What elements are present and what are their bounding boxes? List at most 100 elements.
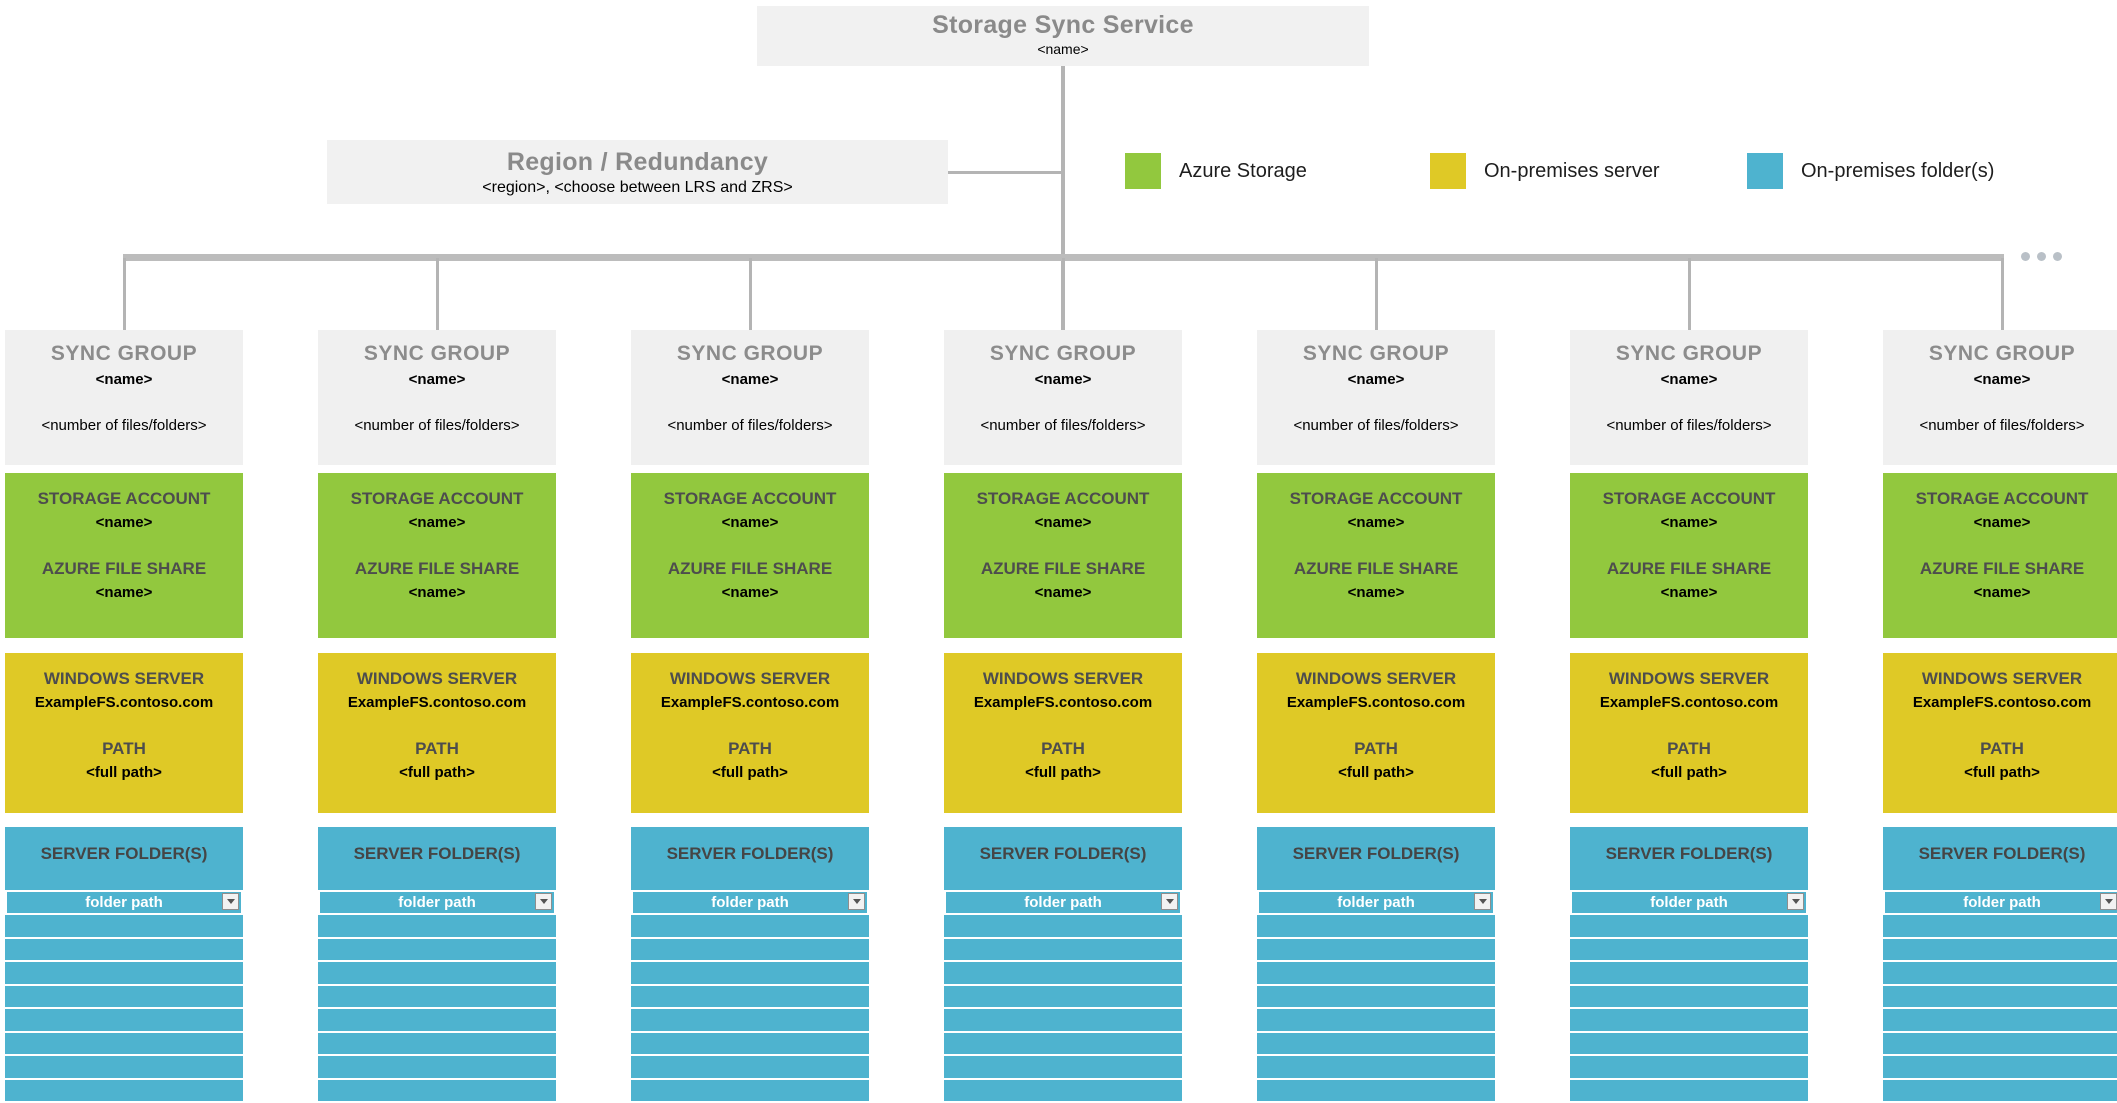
path-value-field[interactable]: <full path> bbox=[1025, 764, 1101, 781]
folder-row-empty-cell[interactable] bbox=[1883, 962, 2117, 986]
path-value-field[interactable]: <full path> bbox=[399, 764, 475, 781]
storage-account-name-field[interactable]: <name> bbox=[95, 514, 153, 531]
folder-path-value[interactable]: folder path bbox=[85, 893, 163, 911]
azure-file-share-name-field[interactable]: <name> bbox=[721, 584, 779, 601]
sync-group-name-field[interactable]: <name> bbox=[721, 371, 779, 388]
folder-path-dropdown-button[interactable] bbox=[222, 893, 239, 910]
folder-row-empty-cell[interactable] bbox=[5, 1009, 243, 1033]
azure-file-share-name-field[interactable]: <name> bbox=[408, 584, 466, 601]
folder-row-empty-cell[interactable] bbox=[5, 1033, 243, 1056]
folder-row-empty-cell[interactable] bbox=[5, 1056, 243, 1080]
folder-path-dropdown-button[interactable] bbox=[848, 893, 865, 910]
folder-path-cell[interactable]: folder path bbox=[1257, 890, 1495, 915]
folder-row-empty-cell[interactable] bbox=[318, 1056, 556, 1080]
folder-path-value[interactable]: folder path bbox=[711, 893, 789, 911]
folder-row-empty-cell[interactable] bbox=[318, 1009, 556, 1033]
folder-row-empty-cell[interactable] bbox=[1570, 1056, 1808, 1080]
folder-row-empty-cell[interactable] bbox=[1257, 1056, 1495, 1080]
path-value-field[interactable]: <full path> bbox=[1964, 764, 2040, 781]
storage-account-name-field[interactable]: <name> bbox=[408, 514, 466, 531]
folder-path-dropdown-button[interactable] bbox=[1161, 893, 1178, 910]
folder-path-cell[interactable]: folder path bbox=[1883, 890, 2117, 915]
windows-server-name-field[interactable]: ExampleFS.contoso.com bbox=[1599, 694, 1779, 711]
folder-row-empty-cell[interactable] bbox=[1257, 939, 1495, 962]
sync-group-filecount-field[interactable]: <number of files/folders> bbox=[667, 417, 833, 434]
folder-row-empty-cell[interactable] bbox=[944, 1009, 1182, 1033]
folder-row-empty-cell[interactable] bbox=[631, 915, 869, 939]
azure-file-share-name-field[interactable]: <name> bbox=[1973, 584, 2031, 601]
folder-path-dropdown-button[interactable] bbox=[1787, 893, 1804, 910]
folder-path-cell[interactable]: folder path bbox=[5, 890, 243, 915]
windows-server-name-field[interactable]: ExampleFS.contoso.com bbox=[660, 694, 840, 711]
folder-row-empty-cell[interactable] bbox=[631, 1080, 869, 1103]
folder-row-empty-cell[interactable] bbox=[1257, 1033, 1495, 1056]
folder-row-empty-cell[interactable] bbox=[631, 1009, 869, 1033]
windows-server-name-field[interactable]: ExampleFS.contoso.com bbox=[347, 694, 527, 711]
folder-row-empty-cell[interactable] bbox=[1883, 1033, 2117, 1056]
folder-row-empty-cell[interactable] bbox=[1570, 915, 1808, 939]
folder-row-empty-cell[interactable] bbox=[944, 915, 1182, 939]
sync-group-name-field[interactable]: <name> bbox=[1034, 371, 1092, 388]
azure-file-share-name-field[interactable]: <name> bbox=[1034, 584, 1092, 601]
path-value-field[interactable]: <full path> bbox=[1338, 764, 1414, 781]
azure-file-share-name-field[interactable]: <name> bbox=[95, 584, 153, 601]
folder-row-empty-cell[interactable] bbox=[631, 1033, 869, 1056]
folder-row-empty-cell[interactable] bbox=[1883, 986, 2117, 1009]
folder-path-value[interactable]: folder path bbox=[398, 893, 476, 911]
windows-server-name-field[interactable]: ExampleFS.contoso.com bbox=[34, 694, 214, 711]
storage-sync-service-name[interactable]: <name> bbox=[1037, 41, 1089, 57]
folder-row-empty-cell[interactable] bbox=[5, 1080, 243, 1103]
path-value-field[interactable]: <full path> bbox=[1651, 764, 1727, 781]
windows-server-name-field[interactable]: ExampleFS.contoso.com bbox=[973, 694, 1153, 711]
folder-row-empty-cell[interactable] bbox=[944, 1056, 1182, 1080]
folder-row-empty-cell[interactable] bbox=[944, 962, 1182, 986]
sync-group-filecount-field[interactable]: <number of files/folders> bbox=[980, 417, 1146, 434]
folder-row-empty-cell[interactable] bbox=[1883, 1009, 2117, 1033]
sync-group-name-field[interactable]: <name> bbox=[408, 371, 466, 388]
folder-row-empty-cell[interactable] bbox=[1883, 1080, 2117, 1103]
storage-account-name-field[interactable]: <name> bbox=[1347, 514, 1405, 531]
folder-row-empty-cell[interactable] bbox=[631, 962, 869, 986]
folder-path-cell[interactable]: folder path bbox=[1570, 890, 1808, 915]
azure-file-share-name-field[interactable]: <name> bbox=[1347, 584, 1405, 601]
storage-account-name-field[interactable]: <name> bbox=[1660, 514, 1718, 531]
folder-row-empty-cell[interactable] bbox=[318, 915, 556, 939]
folder-row-empty-cell[interactable] bbox=[631, 939, 869, 962]
sync-group-name-field[interactable]: <name> bbox=[1660, 371, 1718, 388]
folder-row-empty-cell[interactable] bbox=[944, 1033, 1182, 1056]
folder-row-empty-cell[interactable] bbox=[1257, 1080, 1495, 1103]
folder-row-empty-cell[interactable] bbox=[944, 1080, 1182, 1103]
folder-row-empty-cell[interactable] bbox=[318, 1033, 556, 1056]
folder-row-empty-cell[interactable] bbox=[5, 915, 243, 939]
sync-group-name-field[interactable]: <name> bbox=[95, 371, 153, 388]
folder-row-empty-cell[interactable] bbox=[1570, 1009, 1808, 1033]
folder-path-cell[interactable]: folder path bbox=[944, 890, 1182, 915]
folder-row-empty-cell[interactable] bbox=[1570, 1033, 1808, 1056]
folder-row-empty-cell[interactable] bbox=[1570, 1080, 1808, 1103]
folder-row-empty-cell[interactable] bbox=[944, 986, 1182, 1009]
windows-server-name-field[interactable]: ExampleFS.contoso.com bbox=[1286, 694, 1466, 711]
folder-row-empty-cell[interactable] bbox=[1570, 962, 1808, 986]
folder-path-value[interactable]: folder path bbox=[1024, 893, 1102, 911]
folder-row-empty-cell[interactable] bbox=[318, 939, 556, 962]
storage-account-name-field[interactable]: <name> bbox=[1973, 514, 2031, 531]
folder-row-empty-cell[interactable] bbox=[1883, 1056, 2117, 1080]
folder-row-empty-cell[interactable] bbox=[1883, 939, 2117, 962]
azure-file-share-name-field[interactable]: <name> bbox=[1660, 584, 1718, 601]
folder-row-empty-cell[interactable] bbox=[1257, 962, 1495, 986]
folder-row-empty-cell[interactable] bbox=[631, 986, 869, 1009]
sync-group-filecount-field[interactable]: <number of files/folders> bbox=[1919, 417, 2085, 434]
folder-path-value[interactable]: folder path bbox=[1337, 893, 1415, 911]
windows-server-name-field[interactable]: ExampleFS.contoso.com bbox=[1912, 694, 2092, 711]
region-redundancy-value[interactable]: <region>, <choose between LRS and ZRS> bbox=[482, 179, 793, 196]
sync-group-name-field[interactable]: <name> bbox=[1347, 371, 1405, 388]
sync-group-filecount-field[interactable]: <number of files/folders> bbox=[354, 417, 520, 434]
sync-group-filecount-field[interactable]: <number of files/folders> bbox=[1606, 417, 1772, 434]
folder-path-cell[interactable]: folder path bbox=[631, 890, 869, 915]
folder-row-empty-cell[interactable] bbox=[1883, 915, 2117, 939]
folder-row-empty-cell[interactable] bbox=[1570, 986, 1808, 1009]
folder-row-empty-cell[interactable] bbox=[5, 939, 243, 962]
folder-row-empty-cell[interactable] bbox=[631, 1056, 869, 1080]
sync-group-filecount-field[interactable]: <number of files/folders> bbox=[41, 417, 207, 434]
folder-path-value[interactable]: folder path bbox=[1650, 893, 1728, 911]
